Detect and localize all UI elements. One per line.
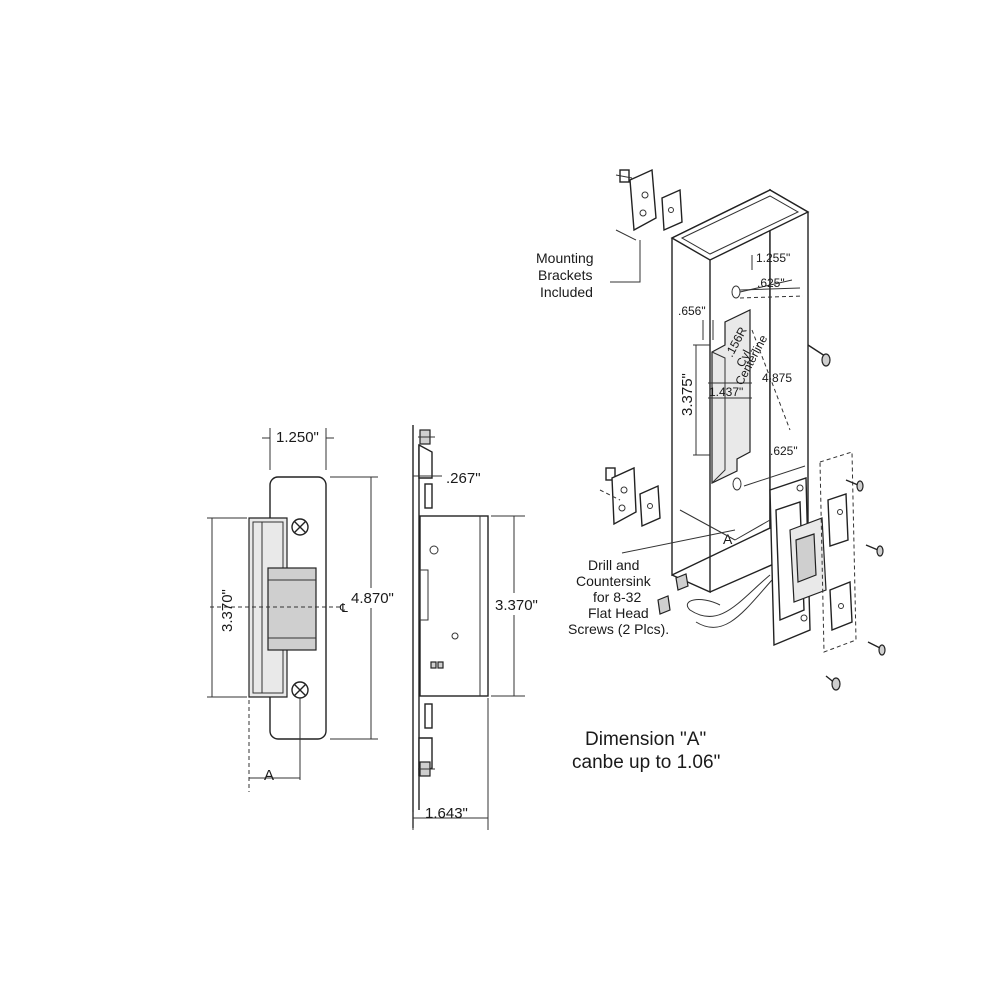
dim-frame-1437: 1.437" [709, 385, 743, 399]
dim-side-depth: 1.643" [425, 805, 468, 822]
dim-frame-1255: 1.255" [756, 251, 790, 265]
svg-text:canbe up to 1.06": canbe up to 1.06" [572, 752, 720, 773]
dim-frame-625-bottom: .625" [770, 444, 798, 458]
drill-countersink-label: Drill and Countersink for 8-32 Flat Head… [568, 529, 736, 637]
front-screw-top [291, 518, 309, 536]
front-screw-bottom [291, 681, 309, 699]
dim-frame-656: .656" [678, 304, 706, 318]
strike-wires [687, 574, 771, 617]
svg-text:Drill and: Drill and [588, 557, 639, 573]
frame-isometric: 1.255" .625" .656" .156R Cyl. Centerline… [670, 188, 831, 594]
side-body [419, 515, 489, 697]
svg-text:℄: ℄ [339, 601, 348, 615]
dim-frame-a: A [723, 531, 733, 547]
svg-text:Flat Head: Flat Head [588, 605, 649, 621]
svg-text:Dimension "A": Dimension "A" [585, 729, 706, 750]
dim-front-height: 3.370" [219, 589, 236, 632]
svg-text:Brackets: Brackets [538, 267, 592, 283]
dim-side-height: 3.370" [495, 597, 538, 614]
svg-text:for 8-32: for 8-32 [593, 589, 641, 605]
svg-text:Included: Included [540, 284, 593, 300]
dim-frame-4875: 4.875 [762, 371, 792, 385]
side-view: .267" 3.370" 1.643" [412, 425, 554, 830]
frame-screw-right [807, 344, 831, 367]
svg-text:Countersink: Countersink [576, 573, 652, 589]
dim-front-width: 1.250" [276, 429, 319, 446]
svg-text:Screws (2 Plcs).: Screws (2 Plcs). [568, 621, 669, 637]
dim-side-offset: .267" [446, 470, 481, 487]
mounting-brackets-top [615, 168, 683, 241]
dimension-a-note: Dimension "A" canbe up to 1.06" [572, 729, 720, 773]
mounting-brackets-bottom [599, 466, 661, 528]
strike-exploded [657, 451, 886, 691]
frame-cutout [711, 309, 751, 484]
mounting-brackets-label: Mounting Brackets Included [536, 240, 641, 300]
front-view: ℄ 1.250" 3.370" 4.870" A [207, 428, 400, 792]
dim-frame-3375: 3.375" [679, 373, 696, 416]
dim-front-length: 4.870" [351, 590, 394, 607]
dim-front-a: A [264, 767, 274, 784]
strike-screws [825, 479, 886, 691]
svg-text:Mounting: Mounting [536, 250, 594, 266]
strike-mounting-plate [819, 451, 857, 653]
flat-head-screws [657, 573, 689, 615]
dim-frame-625-top: .625" [757, 276, 785, 290]
front-keeper-jaw [267, 567, 317, 651]
